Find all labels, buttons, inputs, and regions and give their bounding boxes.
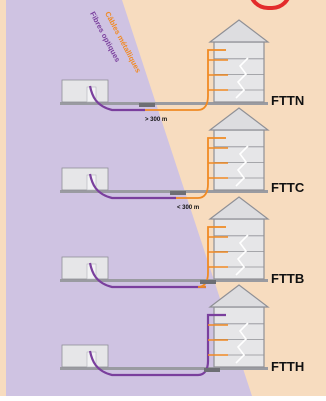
building-stairs-fttc xyxy=(235,145,249,187)
building-roof-fttc xyxy=(208,107,270,131)
distribution-box-ftth xyxy=(204,368,220,372)
row-label-fttn: FTTN xyxy=(271,93,305,108)
building-stairs-fttn xyxy=(235,57,249,99)
distribution-box-fttn xyxy=(139,103,155,107)
central-office-fttc xyxy=(61,167,109,191)
fiber-cable-fttb xyxy=(88,262,206,289)
distance-label-fttc: < 300 m xyxy=(177,205,200,211)
building-body-ftth xyxy=(213,306,265,368)
distance-label-fttn: > 300 m xyxy=(145,117,168,123)
central-office-fttb xyxy=(61,256,109,280)
row-label-fttc: FTTC xyxy=(271,180,305,195)
building-roof-fttn xyxy=(208,19,270,43)
row-label-fttb: FTTB xyxy=(271,271,305,286)
building-body-fttc xyxy=(213,129,265,191)
building-roof-fttb xyxy=(208,196,270,220)
building-stairs-ftth xyxy=(235,322,249,364)
central-office-ftth xyxy=(61,344,109,368)
row-label-ftth: FTTH xyxy=(271,359,305,374)
central-office-fttn xyxy=(61,79,109,103)
distribution-box-fttc xyxy=(170,191,186,195)
copper-cable-fttc xyxy=(176,137,226,199)
ground-line-fttb xyxy=(60,279,268,282)
distribution-box-fttb xyxy=(200,280,216,284)
ground-line-fttn xyxy=(60,102,268,105)
fiber-cable-fttc xyxy=(88,173,176,200)
ground-line-ftth xyxy=(60,367,268,370)
ground-line-fttc xyxy=(60,190,268,193)
building-body-fttb xyxy=(213,218,265,280)
rows-layer xyxy=(60,19,270,377)
building-roof-ftth xyxy=(208,284,270,308)
building-stairs-fttb xyxy=(235,234,249,276)
fiber-cable-ftth xyxy=(88,313,226,377)
fiber-cable-fttn xyxy=(88,85,145,112)
copper-cable-fttn xyxy=(145,49,226,111)
building-body-fttn xyxy=(213,41,265,103)
